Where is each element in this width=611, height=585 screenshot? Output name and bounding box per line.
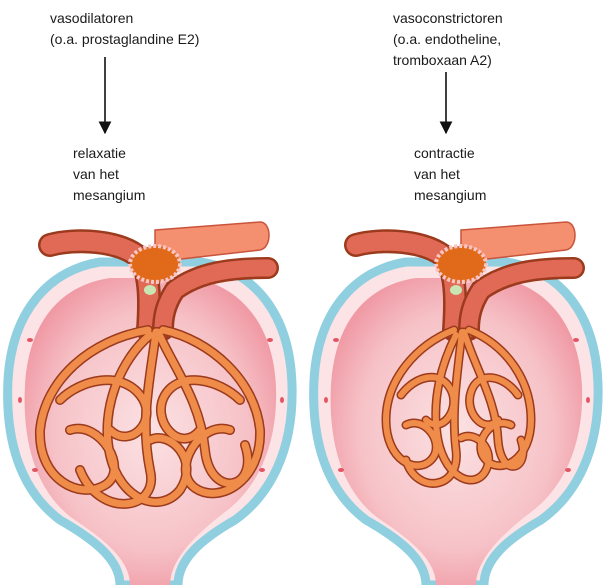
contracted-glomerulus-diagram	[306, 0, 606, 585]
contraction-panel: vasoconstrictoren (o.a. endotheline, tro…	[306, 0, 606, 585]
relaxed-glomerulus-diagram	[0, 0, 300, 585]
relaxation-panel: vasodilatoren (o.a. prostaglandine E2) r…	[0, 0, 300, 585]
juxtaglomerular-apparatus	[436, 246, 486, 282]
juxtaglomerular-apparatus	[130, 246, 180, 282]
macula-densa	[450, 285, 462, 295]
macula-densa	[144, 285, 156, 295]
